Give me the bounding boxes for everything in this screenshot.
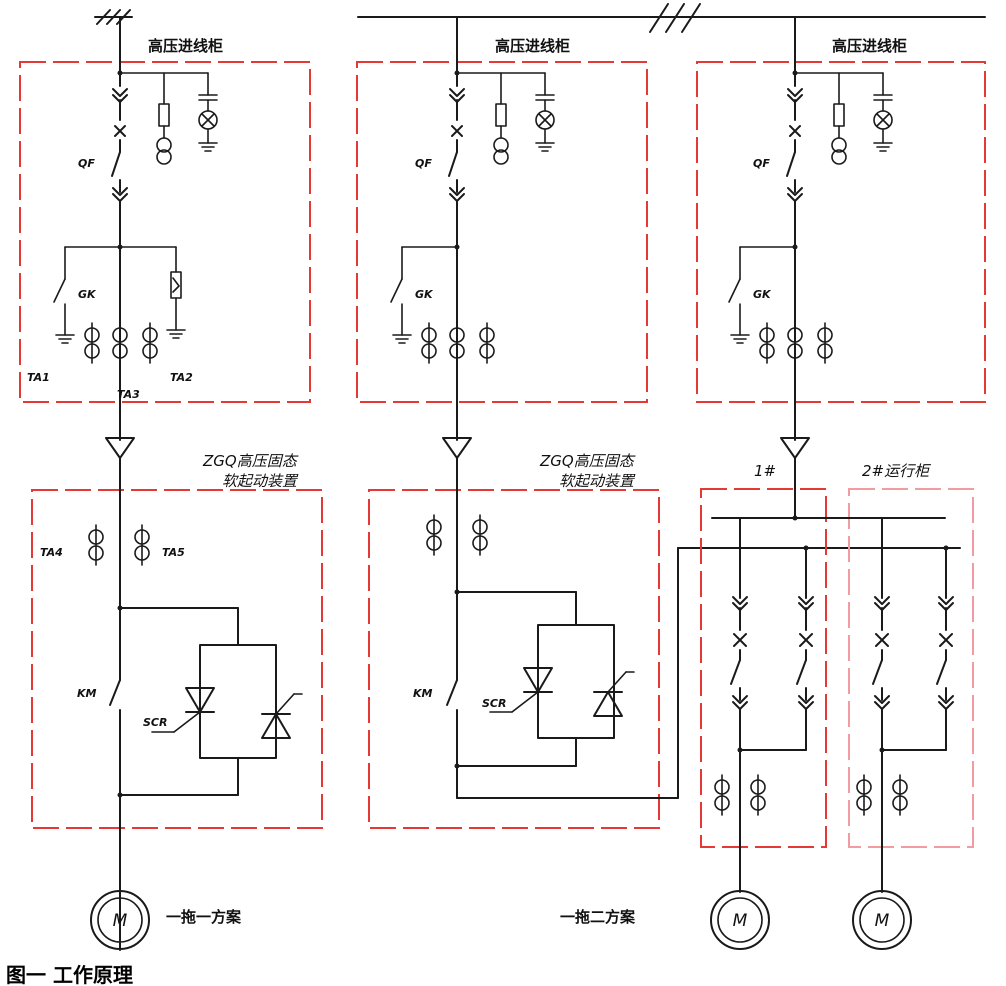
current-transformer [714,774,730,816]
thyristor-assembly [537,624,615,739]
cabinet-2-title: 高压进线柜 [495,37,570,55]
voltage-transformer [831,103,847,165]
scr-label-right: SCR [482,697,506,710]
scr-antiparallel-icon [261,693,303,739]
thyristor-assembly [199,644,277,759]
circuit-breaker-qf [111,88,128,202]
current-transformer [892,774,908,816]
run-switch-icon [872,596,890,710]
starter-title-right-1: ZGQ高压固态 [539,452,636,470]
current-transformer-ta2 [142,322,158,364]
indicator-lamp-icon [874,95,892,151]
cabinet-3-outline [696,61,986,403]
current-transformer [421,322,437,364]
incoming-cabinet-2: 高压进线柜 QF GK [356,16,648,441]
indicator-lamp-icon [199,95,217,151]
scr-thyristor-icon [489,667,553,713]
motor-1-label: M [733,911,748,931]
motor-2-label: M [875,911,890,931]
cabinet-2-outline [356,61,648,403]
motor-2: M [852,890,912,950]
soft-starter-right: ZGQ高压固态 软起动装置 KM SCR [368,452,961,829]
current-transformer-ta4 [88,524,104,566]
current-transformer-ta3 [112,322,128,364]
breaker-label: QF [753,157,770,170]
motor-left-label: M [113,911,128,931]
breaker-label: QF [78,157,95,170]
run-cabinet-2-outline [848,488,974,848]
motor-1: M [710,890,770,950]
incoming-cabinet-1: 高压进线柜 QF GK TA1 TA2 TA3 [19,16,311,441]
current-transformer-ta1 [84,322,100,364]
starter-title-right-2: 软起动装置 [559,472,636,490]
contactor-label-right: KM [413,687,433,700]
motor-left: M [90,890,150,950]
ct-label-ta2: TA2 [170,371,193,384]
bypass-contactor-km [446,679,458,706]
earth-switch-label: GK [415,288,434,301]
breaker-label: QF [415,157,432,170]
earth-switch-label: GK [78,288,97,301]
scr-thyristor-icon [151,687,215,733]
soft-starter-right-outline [368,489,660,829]
current-transformer [449,322,465,364]
incoming-cabinet-3: 高压进线柜 QF GK [696,16,986,441]
scheme-one-to-two-label: 一拖二方案 [560,908,636,926]
bypass-contactor-km [109,679,121,706]
run-cabinet-2 [856,517,954,893]
earth-switch-label: GK [753,288,772,301]
contactor-label-left: KM [77,687,97,700]
ct-label-ta1: TA1 [27,371,50,384]
indicator-lamp-icon [536,95,554,151]
cabinet-1-outline [19,61,311,403]
ct-label-ta4: TA4 [40,546,63,559]
soft-starter-left: ZGQ高压固态 软起动装置 TA4 TA5 KM SCR [31,452,323,951]
figure-caption: 图一 工作原理 [6,963,133,986]
current-transformer-ta5 [134,524,150,566]
voltage-transformer [156,103,172,165]
surge-arrester-icon [119,246,186,339]
scr-antiparallel-icon [593,671,635,717]
voltage-transformer [493,103,509,165]
current-transformer [759,322,775,364]
starter-title-left-1: ZGQ高压固态 [202,452,299,470]
busbar-phase-marks [649,3,701,33]
soft-starter-left-outline [31,489,323,829]
circuit-breaker-qf [786,88,803,202]
current-transformer [856,774,872,816]
current-transformer [479,322,495,364]
run-cabinet-1-label: 1# [754,462,776,480]
scheme-one-to-one-label: 一拖一方案 [166,908,242,926]
current-transformer [787,322,803,364]
circuit-breaker-qf [448,88,465,202]
current-transformer [472,514,488,556]
current-transformer [750,774,766,816]
cabinet-1-title: 高压进线柜 [148,37,223,55]
ct-label-ta3: TA3 [117,388,140,401]
ct-label-ta5: TA5 [162,546,185,559]
current-transformer [817,322,833,364]
start-switch-icon [936,596,954,710]
scr-label-left: SCR [143,716,167,729]
starter-title-left-2: 软起动装置 [222,472,299,490]
run-cabinet-1-outline [700,488,827,848]
cabinet-3-title: 高压进线柜 [832,37,907,55]
current-transformer [426,514,442,556]
run-cabinet-1 [714,517,814,893]
run-switch-icon [730,596,748,710]
start-switch-icon [796,596,814,710]
run-cabinet-2-label: 2#运行柜 [862,462,931,480]
